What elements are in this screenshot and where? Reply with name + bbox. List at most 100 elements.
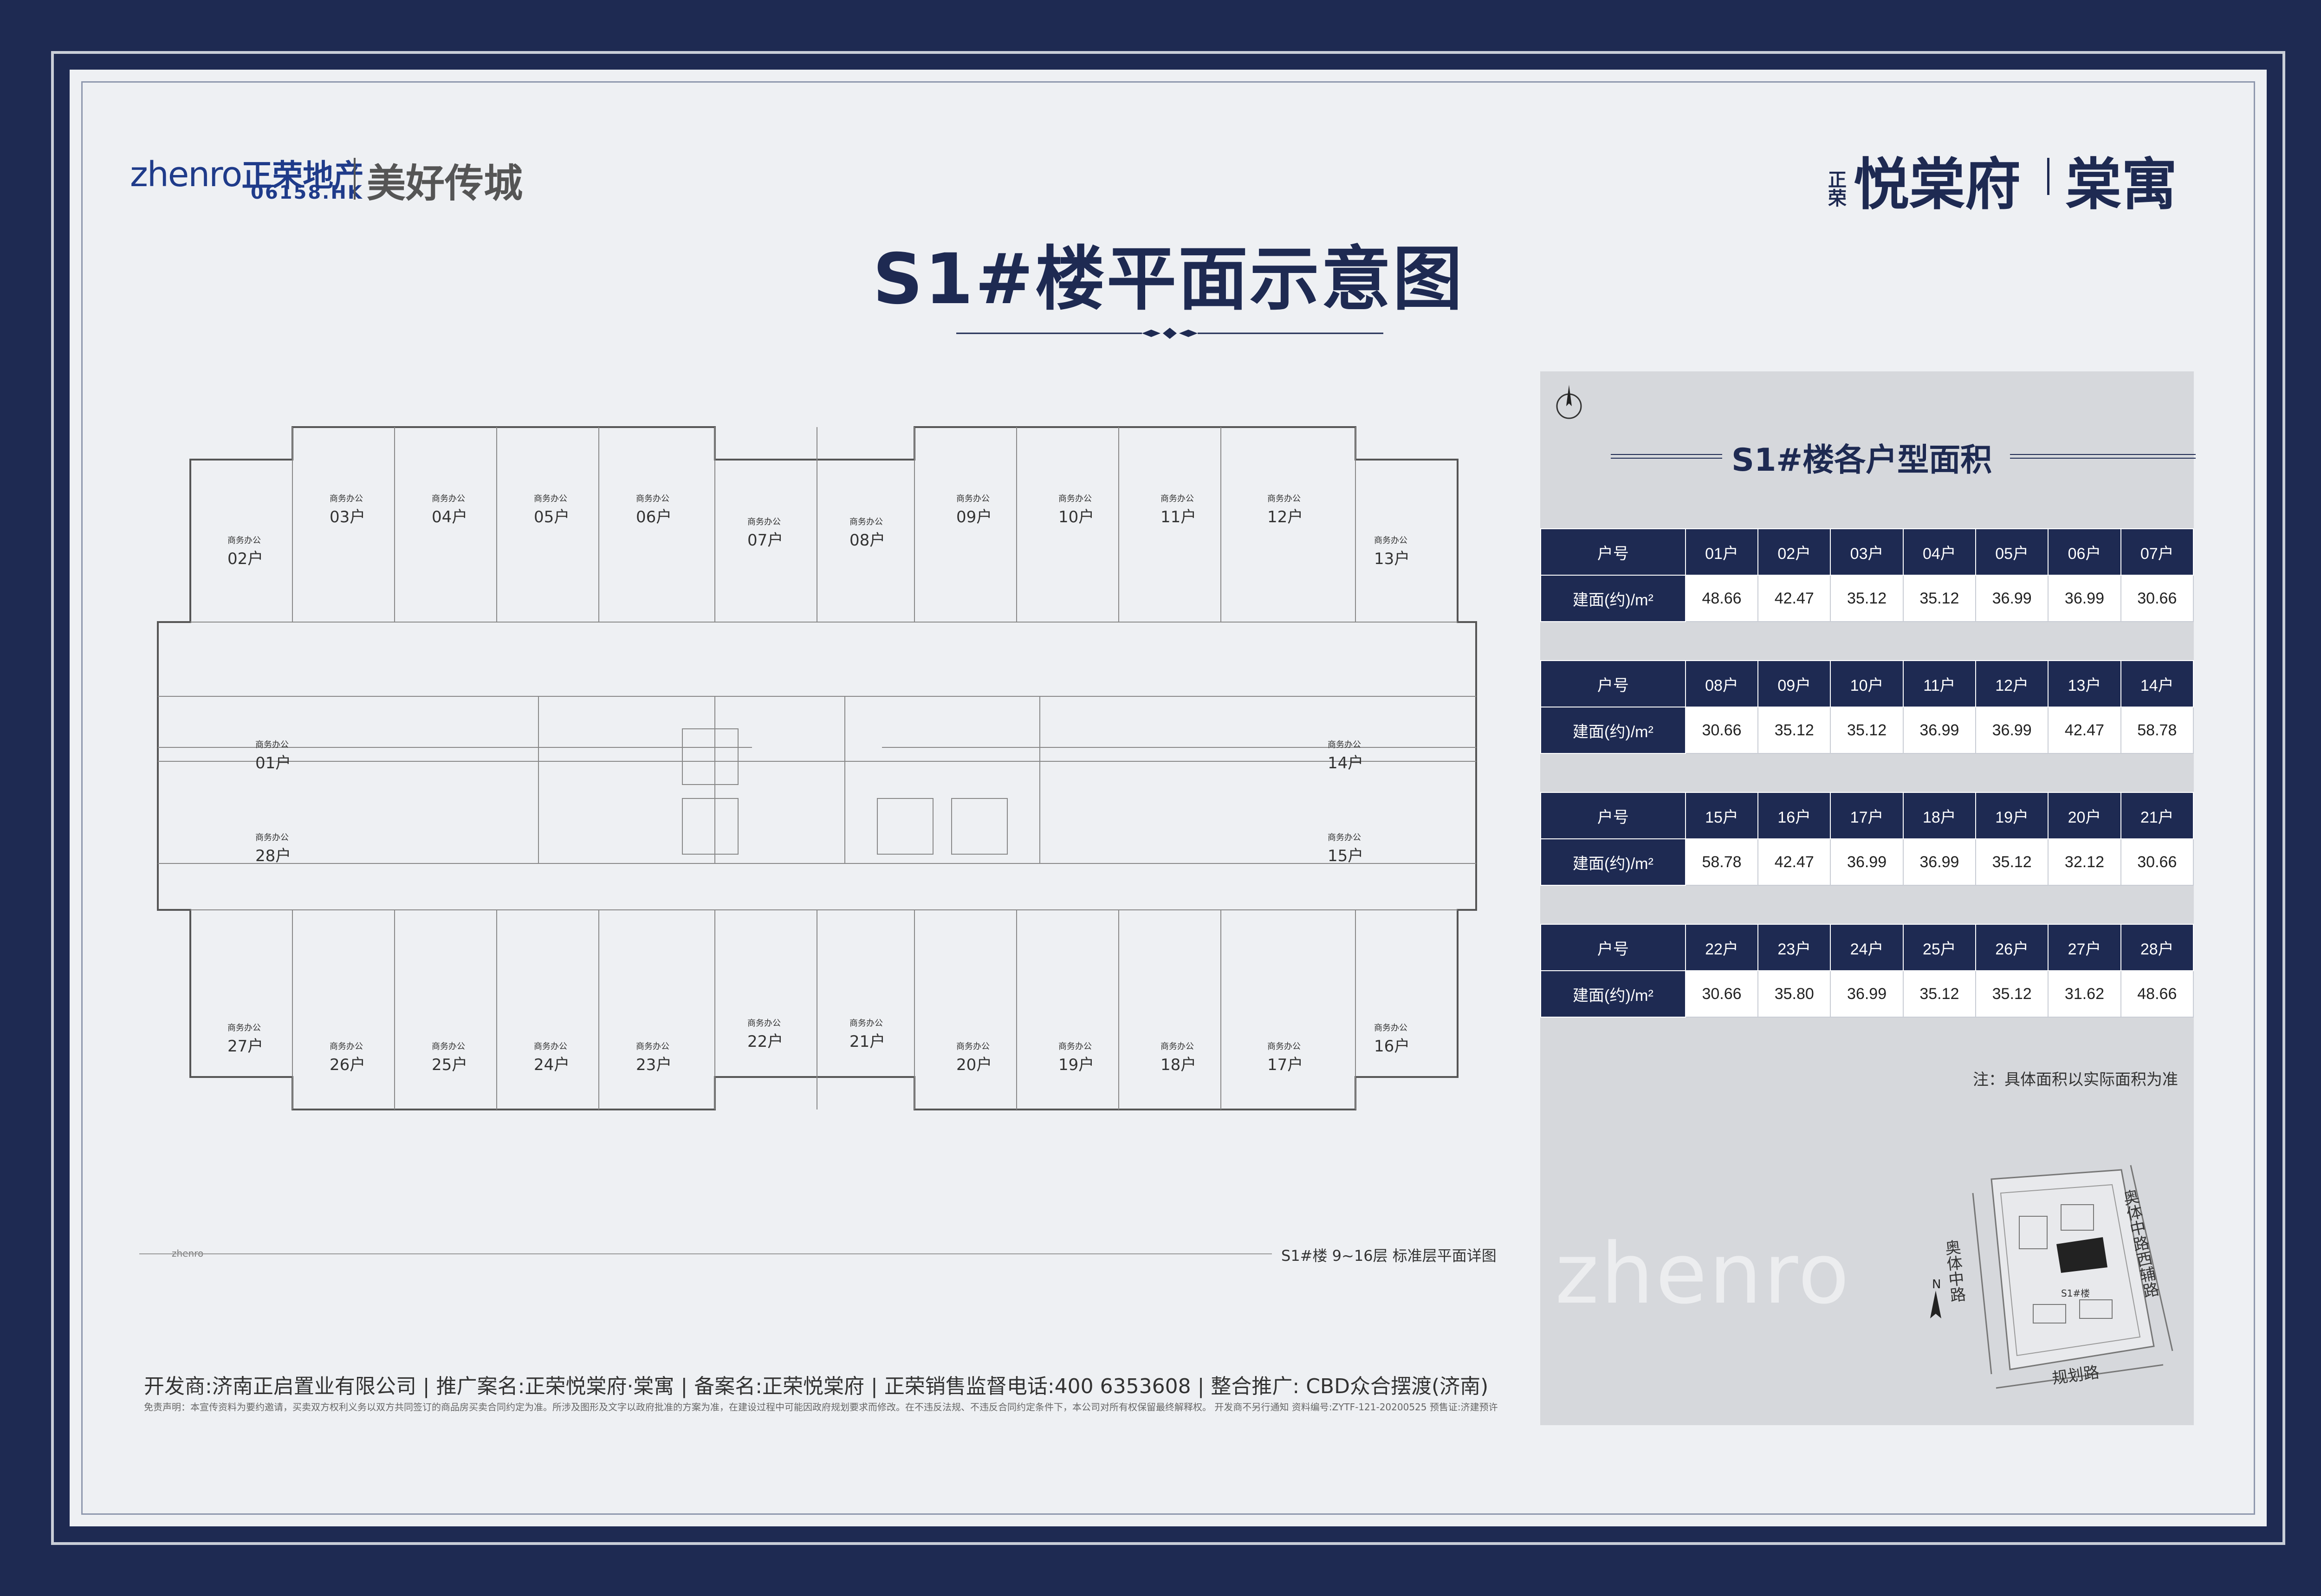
table-cell: 13户 bbox=[2048, 660, 2121, 707]
table-row: 建面(约)/m² 30.66 35.12 35.12 36.99 36.99 4… bbox=[1540, 707, 2194, 754]
table-cell: 27户 bbox=[2048, 924, 2121, 971]
table-cell: 07户 bbox=[2120, 528, 2194, 576]
room-type-label: 商务办公 bbox=[956, 1042, 990, 1051]
table-cell: 24户 bbox=[1830, 924, 1904, 971]
plan-caption-line bbox=[139, 1253, 1272, 1254]
site-location-map bbox=[1930, 1165, 2173, 1389]
table-row: 户号 01户 02户 03户 04户 05户 06户 07户 bbox=[1540, 528, 2194, 576]
area-table-title: S1#楼各户型面积 bbox=[1731, 442, 1992, 479]
room-type-label: 商务办公 bbox=[1058, 494, 1092, 504]
table-cell: 58.78 bbox=[1685, 838, 1759, 886]
room-type-label: 商务办公 bbox=[747, 1019, 781, 1028]
room-type-label: 商务办公 bbox=[849, 1019, 883, 1028]
unit-number-label: 11户 bbox=[1160, 508, 1197, 526]
room-type-label: 商务办公 bbox=[1267, 1042, 1301, 1051]
plan-caption: S1#楼 9~16层 标准层平面详图 bbox=[1281, 1247, 1497, 1265]
room-type-label: 商务办公 bbox=[747, 517, 781, 527]
room-type-label: 商务办公 bbox=[636, 494, 669, 504]
table-cell: 48.66 bbox=[2120, 970, 2194, 1018]
room-type-label: 商务办公 bbox=[1160, 494, 1194, 504]
row-header-area: 建面(约)/m² bbox=[1540, 707, 1686, 754]
room-type-label: 商务办公 bbox=[636, 1042, 669, 1051]
row-header-area: 建面(约)/m² bbox=[1540, 838, 1686, 886]
table-cell: 05户 bbox=[1975, 528, 2049, 576]
unit-number-label: 15户 bbox=[1328, 847, 1364, 865]
row-header-area: 建面(约)/m² bbox=[1540, 575, 1686, 622]
brand-divider bbox=[2047, 158, 2049, 195]
area-table-group-2: 户号 08户 09户 10户 11户 12户 13户 14户 建面(约)/m² … bbox=[1540, 660, 2194, 754]
unit-number-label: 26户 bbox=[330, 1056, 366, 1074]
table-row: 户号 08户 09户 10户 11户 12户 13户 14户 bbox=[1540, 660, 2194, 707]
table-cell: 03户 bbox=[1830, 528, 1904, 576]
unit-number-label: 21户 bbox=[849, 1032, 886, 1051]
room-type-label: 商务办公 bbox=[1374, 536, 1407, 545]
table-cell: 14户 bbox=[2120, 660, 2194, 707]
table-cell: 35.12 bbox=[1830, 575, 1904, 622]
unit-number-label: 19户 bbox=[1058, 1056, 1095, 1074]
unit-number-label: 17户 bbox=[1267, 1056, 1303, 1074]
room-type-label: 商务办公 bbox=[255, 833, 289, 843]
table-cell: 36.99 bbox=[1830, 838, 1904, 886]
unit-number-label: 03户 bbox=[330, 508, 366, 526]
unit-number-label: 04户 bbox=[432, 508, 468, 526]
slogan: 美好传城 bbox=[367, 161, 523, 206]
row-header-unit: 户号 bbox=[1540, 924, 1686, 971]
table-cell: 15户 bbox=[1685, 792, 1759, 839]
table-cell: 30.66 bbox=[2120, 838, 2194, 886]
room-type-label: 商务办公 bbox=[956, 494, 990, 504]
table-title-ornament-right bbox=[2010, 454, 2196, 459]
table-row: 建面(约)/m² 48.66 42.47 35.12 35.12 36.99 3… bbox=[1540, 575, 2194, 622]
table-cell: 06户 bbox=[2048, 528, 2121, 576]
room-type-label: 商务办公 bbox=[227, 1023, 261, 1033]
room-type-label: 商务办公 bbox=[849, 517, 883, 527]
table-cell: 36.99 bbox=[1830, 970, 1904, 1018]
room-type-label: 商务办公 bbox=[1058, 1042, 1092, 1051]
room-type-label: 商务办公 bbox=[330, 494, 363, 504]
table-cell: 35.12 bbox=[1902, 575, 1977, 622]
unit-number-label: 12户 bbox=[1267, 508, 1303, 526]
area-note: 注：具体面积以实际面积为准 bbox=[1973, 1070, 2178, 1089]
table-row: 建面(约)/m² 30.66 35.80 36.99 35.12 35.12 3… bbox=[1540, 970, 2194, 1018]
table-cell: 36.99 bbox=[2048, 575, 2121, 622]
table-cell: 18户 bbox=[1902, 792, 1977, 839]
room-type-label: 商务办公 bbox=[534, 1042, 567, 1051]
developer-logo-cn: 正荣地产 bbox=[241, 158, 364, 194]
table-cell: 36.99 bbox=[1902, 707, 1977, 754]
unit-number-label: 13户 bbox=[1374, 550, 1410, 568]
table-title-ornament-left bbox=[1611, 454, 1722, 459]
table-row: 户号 22户 23户 24户 25户 26户 27户 28户 bbox=[1540, 924, 2194, 971]
unit-number-label: 24户 bbox=[534, 1056, 570, 1074]
table-cell: 04户 bbox=[1902, 528, 1977, 576]
floor-plan-drawing bbox=[157, 426, 1477, 1110]
room-type-label: 商务办公 bbox=[1328, 833, 1361, 843]
site-north-label: N bbox=[1932, 1278, 1941, 1291]
unit-number-label: 16户 bbox=[1374, 1037, 1410, 1056]
table-cell: 09户 bbox=[1757, 660, 1831, 707]
developer-logo-latin: zhenro bbox=[130, 155, 242, 195]
unit-number-label: 05户 bbox=[534, 508, 570, 526]
room-type-label: 商务办公 bbox=[330, 1042, 363, 1051]
table-cell: 35.12 bbox=[1830, 707, 1904, 754]
unit-number-label: 27户 bbox=[227, 1037, 264, 1056]
brand-prefix: 正荣 bbox=[1825, 170, 1846, 208]
table-cell: 17户 bbox=[1830, 792, 1904, 839]
row-header-unit: 户号 bbox=[1540, 792, 1686, 839]
table-cell: 42.47 bbox=[2048, 707, 2121, 754]
area-table-group-3: 户号 15户 16户 17户 18户 19户 20户 21户 建面(约)/m² … bbox=[1540, 792, 2194, 886]
unit-number-label: 08户 bbox=[849, 531, 886, 550]
area-table-group-1: 户号 01户 02户 03户 04户 05户 06户 07户 建面(约)/m² … bbox=[1540, 528, 2194, 622]
unit-number-label: 23户 bbox=[636, 1056, 672, 1074]
table-cell: 10户 bbox=[1830, 660, 1904, 707]
developer-stock-code: 06158.HK bbox=[251, 182, 363, 203]
table-cell: 22户 bbox=[1685, 924, 1759, 971]
table-cell: 30.66 bbox=[1685, 707, 1759, 754]
unit-number-label: 09户 bbox=[956, 508, 992, 526]
table-row: 户号 15户 16户 17户 18户 19户 20户 21户 bbox=[1540, 792, 2194, 839]
table-cell: 26户 bbox=[1975, 924, 2049, 971]
unit-number-label: 07户 bbox=[747, 531, 784, 550]
table-cell: 21户 bbox=[2120, 792, 2194, 839]
table-cell: 19户 bbox=[1975, 792, 2049, 839]
table-cell: 16户 bbox=[1757, 792, 1831, 839]
table-cell: 58.78 bbox=[2120, 707, 2194, 754]
table-cell: 36.99 bbox=[1975, 707, 2049, 754]
